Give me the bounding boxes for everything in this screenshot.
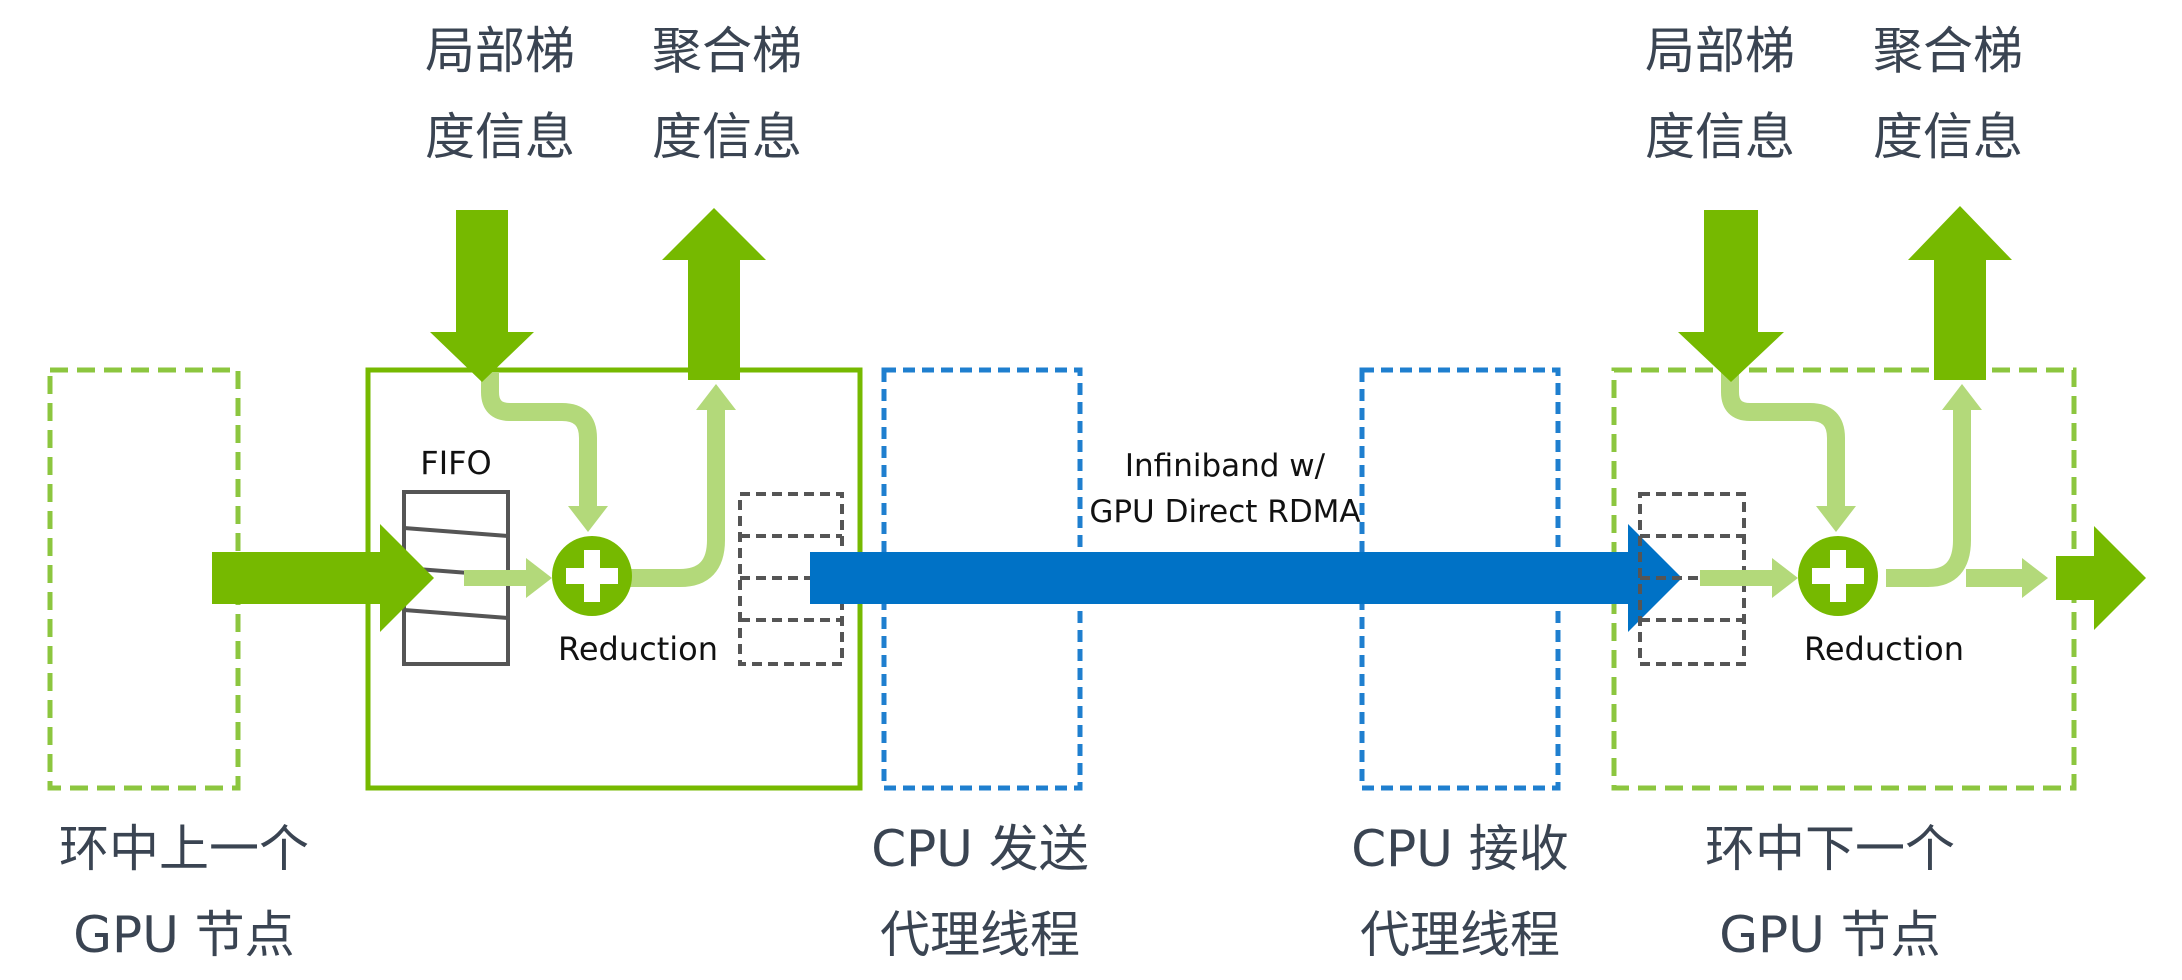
fifo-to-reduction-flow xyxy=(464,558,552,598)
caption-right-aggregated-gradient-line2: 度信息 xyxy=(1873,108,2023,166)
input-from-prev-gpu-arrow xyxy=(212,524,434,632)
caption-cpu-send-line1: CPU 发送 xyxy=(871,820,1089,878)
arrowhead-down-left xyxy=(568,506,608,532)
caption-left-aggregated-gradient-line1: 聚合梯 xyxy=(652,22,802,80)
buffer-to-reduction-flow xyxy=(1700,558,1798,598)
arrowhead-up-left xyxy=(696,384,736,410)
aggregated-gradient-out-arrow-right xyxy=(1908,206,2012,380)
arrowhead-up-right xyxy=(1942,384,1982,410)
network-transfer-arrow xyxy=(810,524,1682,632)
output-to-next-gpu-arrow xyxy=(2056,526,2146,630)
aggregated-gradient-out-arrow-left xyxy=(662,208,766,380)
fifo-label: FIFO xyxy=(420,444,491,482)
local-gradient-in-arrow-right xyxy=(1678,210,1784,382)
caption-prev-gpu-line1: 环中上一个 xyxy=(59,820,309,878)
caption-cpu-send-line2: 代理线程 xyxy=(880,906,1080,964)
local-gradient-flow-right xyxy=(1721,372,2024,587)
caption-next-gpu-line2: GPU 节点 xyxy=(1719,906,1940,964)
local-gradient-flow-left xyxy=(481,372,725,587)
network-label-line1: Infiniband w/ xyxy=(1125,448,1326,484)
network-label-line2: GPU Direct RDMA xyxy=(1089,494,1360,530)
plus-icon xyxy=(1812,550,1864,602)
plus-icon xyxy=(566,550,618,602)
caption-cpu-recv-line1: CPU 接收 xyxy=(1351,820,1569,878)
caption-prev-gpu-line2: GPU 节点 xyxy=(73,906,294,964)
local-gradient-in-arrow-left xyxy=(430,210,534,382)
caption-next-gpu-line1: 环中下一个 xyxy=(1705,820,1955,878)
reduction-label-right: Reduction xyxy=(1804,630,1964,668)
prev-gpu-box xyxy=(47,367,241,791)
caption-right-aggregated-gradient-line1: 聚合梯 xyxy=(1873,22,2023,80)
arrowhead-down-right xyxy=(1816,506,1856,532)
caption-left-local-gradient-line1: 局部梯 xyxy=(425,22,575,80)
caption-right-local-gradient-line1: 局部梯 xyxy=(1645,22,1795,80)
caption-cpu-recv-line2: 代理线程 xyxy=(1360,906,1560,964)
reduction-label-left: Reduction xyxy=(558,630,718,668)
caption-right-local-gradient-line2: 度信息 xyxy=(1645,108,1795,166)
caption-left-local-gradient-line2: 度信息 xyxy=(425,108,575,166)
arrowhead-out-right xyxy=(2022,558,2048,598)
caption-left-aggregated-gradient-line2: 度信息 xyxy=(652,108,802,166)
